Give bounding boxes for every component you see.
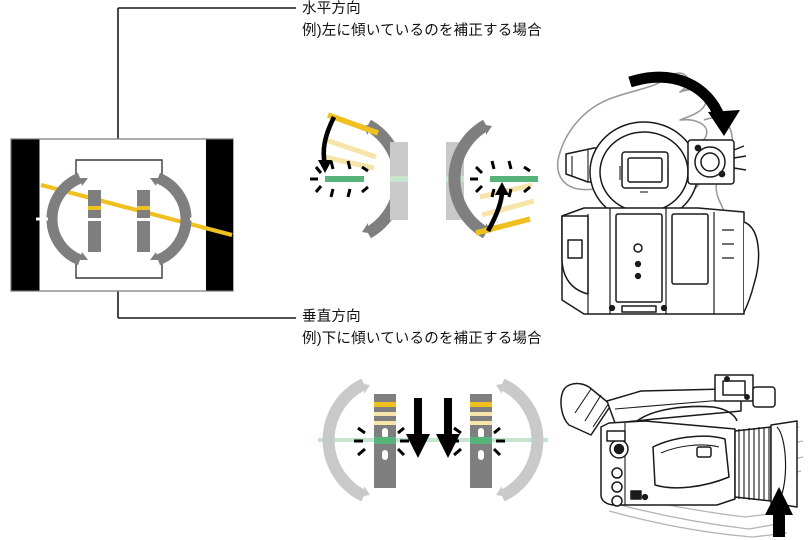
battery-slot [615, 213, 663, 303]
sparkle-left [310, 160, 369, 198]
horizon-line [40, 182, 233, 238]
arc-light-left [322, 378, 370, 502]
lens-ridges [738, 427, 770, 501]
button-2 [611, 481, 623, 493]
callout-horizontal-example: 例)左に傾いているのを補正する場合 [302, 23, 542, 39]
button-3 [611, 495, 623, 507]
handle-grip [636, 405, 738, 422]
lens-barrel [734, 426, 772, 502]
horizontal-left-gauge [310, 112, 408, 239]
sparkle-right [470, 160, 531, 198]
camcorder-rear-view [556, 71, 760, 315]
horizontal-right-gauge [446, 119, 538, 239]
viewfinder-screen [10, 138, 234, 292]
arc-light-right [496, 378, 544, 502]
center-bracket [75, 159, 163, 279]
level-bar-left [354, 394, 409, 488]
letterbox-left [11, 139, 40, 291]
motion-arrow-down-1 [406, 398, 430, 458]
camcorder-side-view [560, 374, 804, 538]
gauge-bar-right [137, 190, 150, 252]
gauge-bar-left [88, 190, 101, 252]
viewfinder-frame [10, 138, 234, 292]
button-1 [611, 467, 623, 479]
callout-vertical-example: 例)下に傾いているのを補正する場合 [302, 331, 542, 347]
lens-hood [770, 420, 798, 508]
motion-arrow-rotate [628, 71, 740, 136]
reference-mark-left [390, 176, 408, 182]
motion-arrow-down-2 [436, 398, 460, 458]
gauge-arc-right [150, 172, 202, 266]
motion-arrow-up [765, 487, 793, 537]
callout-vertical-heading: 垂直方向 [302, 309, 361, 325]
arc-dark-right [448, 119, 490, 239]
sparkle-vertical-right [450, 426, 505, 457]
tilt-mark-yellow-left [327, 112, 379, 136]
horizontal-correction-illustration [310, 112, 538, 239]
letterbox-right [206, 139, 233, 291]
callout-horizontal-heading: 水平方向 [302, 1, 361, 17]
ghost-tilt-mark-1 [325, 137, 377, 160]
eyecup [560, 382, 612, 436]
motion-arrow-right-head [495, 182, 509, 195]
tilt-mark-yellow-right [475, 216, 531, 236]
vertical-correction-illustration [318, 378, 548, 502]
lcd-panel [652, 435, 730, 489]
gauge-arc-left [36, 172, 88, 266]
sparkle-vertical-left [354, 426, 409, 457]
motion-arrow-left-head [318, 160, 332, 173]
ghost-tilt-mark-4 [481, 198, 535, 218]
level-bar-right [450, 394, 505, 488]
